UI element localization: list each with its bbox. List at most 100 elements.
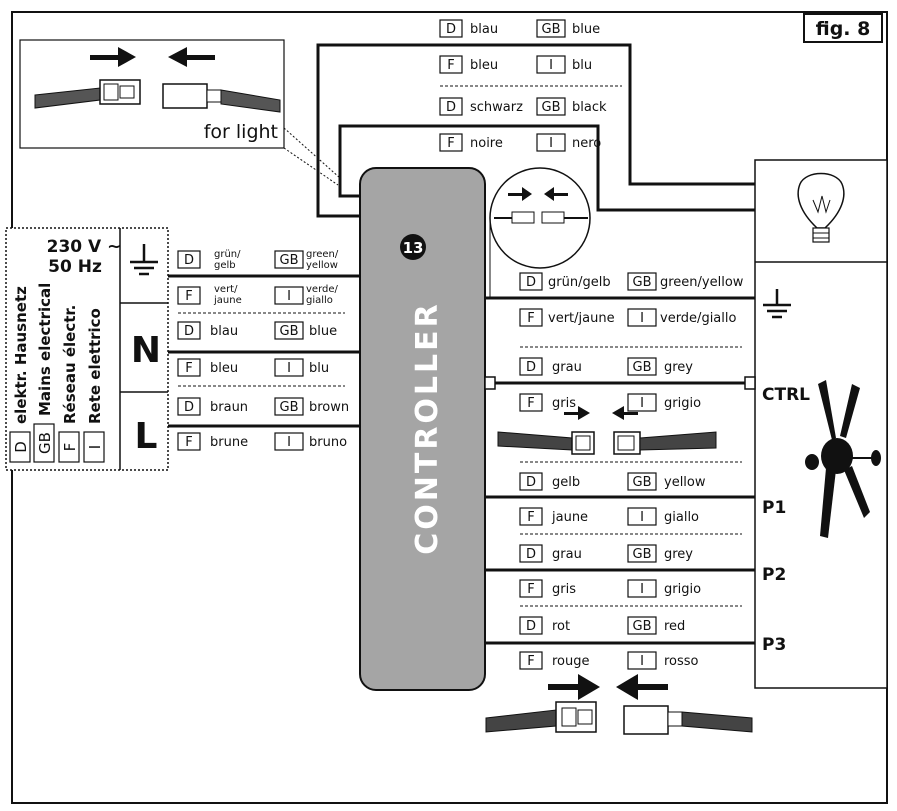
- svg-text:grün/: grün/: [214, 249, 241, 260]
- svg-text:gris: gris: [552, 582, 576, 597]
- svg-text:yellow: yellow: [306, 260, 338, 271]
- p1-terminal: P1: [762, 498, 786, 518]
- svg-text:green/: green/: [306, 249, 339, 260]
- svg-text:I: I: [640, 582, 644, 597]
- svg-text:I: I: [549, 58, 553, 73]
- inset-connector-plug: [34, 79, 141, 109]
- svg-text:verde/: verde/: [306, 284, 339, 295]
- mains-live-labels: D braun GB brown F brune I bruno: [177, 397, 349, 451]
- svg-text:bleu: bleu: [210, 361, 238, 376]
- svg-text:F: F: [527, 582, 534, 597]
- svg-text:D: D: [12, 441, 30, 453]
- svg-text:giallo: giallo: [306, 295, 333, 306]
- svg-text:grün/gelb: grün/gelb: [548, 275, 611, 290]
- svg-text:GB: GB: [633, 275, 652, 290]
- svg-text:black: black: [572, 100, 607, 115]
- svg-text:blue: blue: [309, 324, 337, 339]
- svg-text:I: I: [287, 289, 291, 304]
- device-panel: [754, 159, 888, 689]
- svg-text:giallo: giallo: [664, 510, 699, 525]
- figure-label: fig. 8: [816, 18, 871, 40]
- svg-text:rot: rot: [552, 619, 570, 634]
- svg-text:GB: GB: [542, 22, 561, 37]
- svg-text:rouge: rouge: [552, 654, 590, 669]
- svg-text:I: I: [86, 445, 104, 449]
- svg-text:D: D: [526, 275, 536, 290]
- svg-text:F: F: [527, 510, 534, 525]
- figure-label-box: [803, 13, 883, 43]
- svg-text:grau: grau: [552, 360, 582, 375]
- svg-text:I: I: [549, 136, 553, 151]
- ctrl-terminal: CTRL: [762, 385, 810, 405]
- svg-text:GB: GB: [633, 619, 652, 634]
- svg-text:D: D: [526, 547, 536, 562]
- svg-text:D: D: [184, 400, 194, 415]
- svg-text:I: I: [640, 311, 644, 326]
- bottom-connector: [485, 674, 753, 735]
- ctrl-connector: [497, 406, 717, 455]
- neutral-terminal: N: [131, 330, 161, 371]
- svg-text:blue: blue: [572, 22, 600, 37]
- p3-terminal: P3: [762, 635, 786, 655]
- magnifier-arrow-right: [508, 187, 532, 201]
- svg-text:D: D: [526, 360, 536, 375]
- svg-text:bruno: bruno: [309, 435, 347, 450]
- svg-text:blau: blau: [210, 324, 238, 339]
- svg-text:F: F: [447, 58, 454, 73]
- svg-text:grau: grau: [552, 547, 582, 562]
- fan-p1-labels: D gelb GB yellow F jaune I giallo: [519, 472, 706, 526]
- mains-earth-icon: [130, 244, 158, 276]
- svg-text:braun: braun: [210, 400, 248, 415]
- svg-text:vert/jaune: vert/jaune: [548, 311, 615, 326]
- mains-neutral-labels: D blau GB blue F bleu I blu: [177, 321, 337, 377]
- svg-text:D: D: [446, 22, 456, 37]
- svg-text:Rete elettrico: Rete elettrico: [86, 308, 104, 424]
- svg-text:D: D: [526, 619, 536, 634]
- svg-text:grey: grey: [664, 547, 693, 562]
- inset-arrow-right: [90, 47, 136, 67]
- magnifier-arrow-left: [544, 187, 568, 201]
- svg-text:gelb: gelb: [552, 475, 580, 490]
- svg-text:GB: GB: [633, 475, 652, 490]
- svg-text:GB: GB: [542, 100, 561, 115]
- svg-text:Réseau électr.: Réseau électr.: [61, 305, 79, 424]
- svg-text:vert/: vert/: [214, 284, 238, 295]
- svg-text:schwarz: schwarz: [470, 100, 523, 115]
- svg-text:noire: noire: [470, 136, 503, 151]
- svg-text:D: D: [184, 253, 194, 268]
- light-wire2-labels: D schwarz GB black F noire I nero: [439, 97, 607, 152]
- svg-text:grigio: grigio: [664, 396, 701, 411]
- svg-text:F: F: [185, 361, 192, 376]
- svg-text:F: F: [447, 136, 454, 151]
- controller-label: CONTROLLER: [410, 301, 445, 555]
- light-wire-blue: [316, 43, 755, 218]
- svg-text:jaune: jaune: [213, 295, 242, 306]
- svg-text:blu: blu: [572, 58, 592, 73]
- fan-p2-labels: D grau GB grey F gris I grigio: [519, 544, 701, 598]
- fan-ctrl-labels: D grau GB grey F gris I grigio: [519, 357, 701, 412]
- fan-earth-labels: D grün/gelb GB green/yellow F vert/jaune…: [519, 272, 744, 327]
- svg-text:I: I: [287, 435, 291, 450]
- svg-text:F: F: [527, 311, 534, 326]
- svg-text:brune: brune: [210, 435, 248, 450]
- inset-arrow-left: [168, 47, 215, 67]
- svg-text:elektr. Hausnetz: elektr. Hausnetz: [12, 286, 30, 424]
- p2-terminal: P2: [762, 565, 786, 585]
- ceiling-fan-icon: [805, 380, 881, 538]
- for-light-label: for light: [204, 121, 278, 143]
- mains-earth-labels: D grün/ gelb GB green/ yellow F vert/ ja…: [177, 249, 339, 306]
- svg-text:F: F: [527, 396, 534, 411]
- svg-text:D: D: [184, 324, 194, 339]
- svg-text:D: D: [446, 100, 456, 115]
- svg-text:gris: gris: [552, 396, 576, 411]
- svg-text:jaune: jaune: [551, 510, 588, 525]
- svg-text:GB: GB: [633, 547, 652, 562]
- svg-text:F: F: [185, 289, 192, 304]
- svg-text:GB: GB: [280, 400, 299, 415]
- svg-text:F: F: [61, 443, 79, 452]
- svg-text:verde/giallo: verde/giallo: [660, 311, 736, 326]
- svg-text:red: red: [664, 619, 685, 634]
- svg-text:nero: nero: [572, 136, 601, 151]
- svg-text:rosso: rosso: [664, 654, 699, 669]
